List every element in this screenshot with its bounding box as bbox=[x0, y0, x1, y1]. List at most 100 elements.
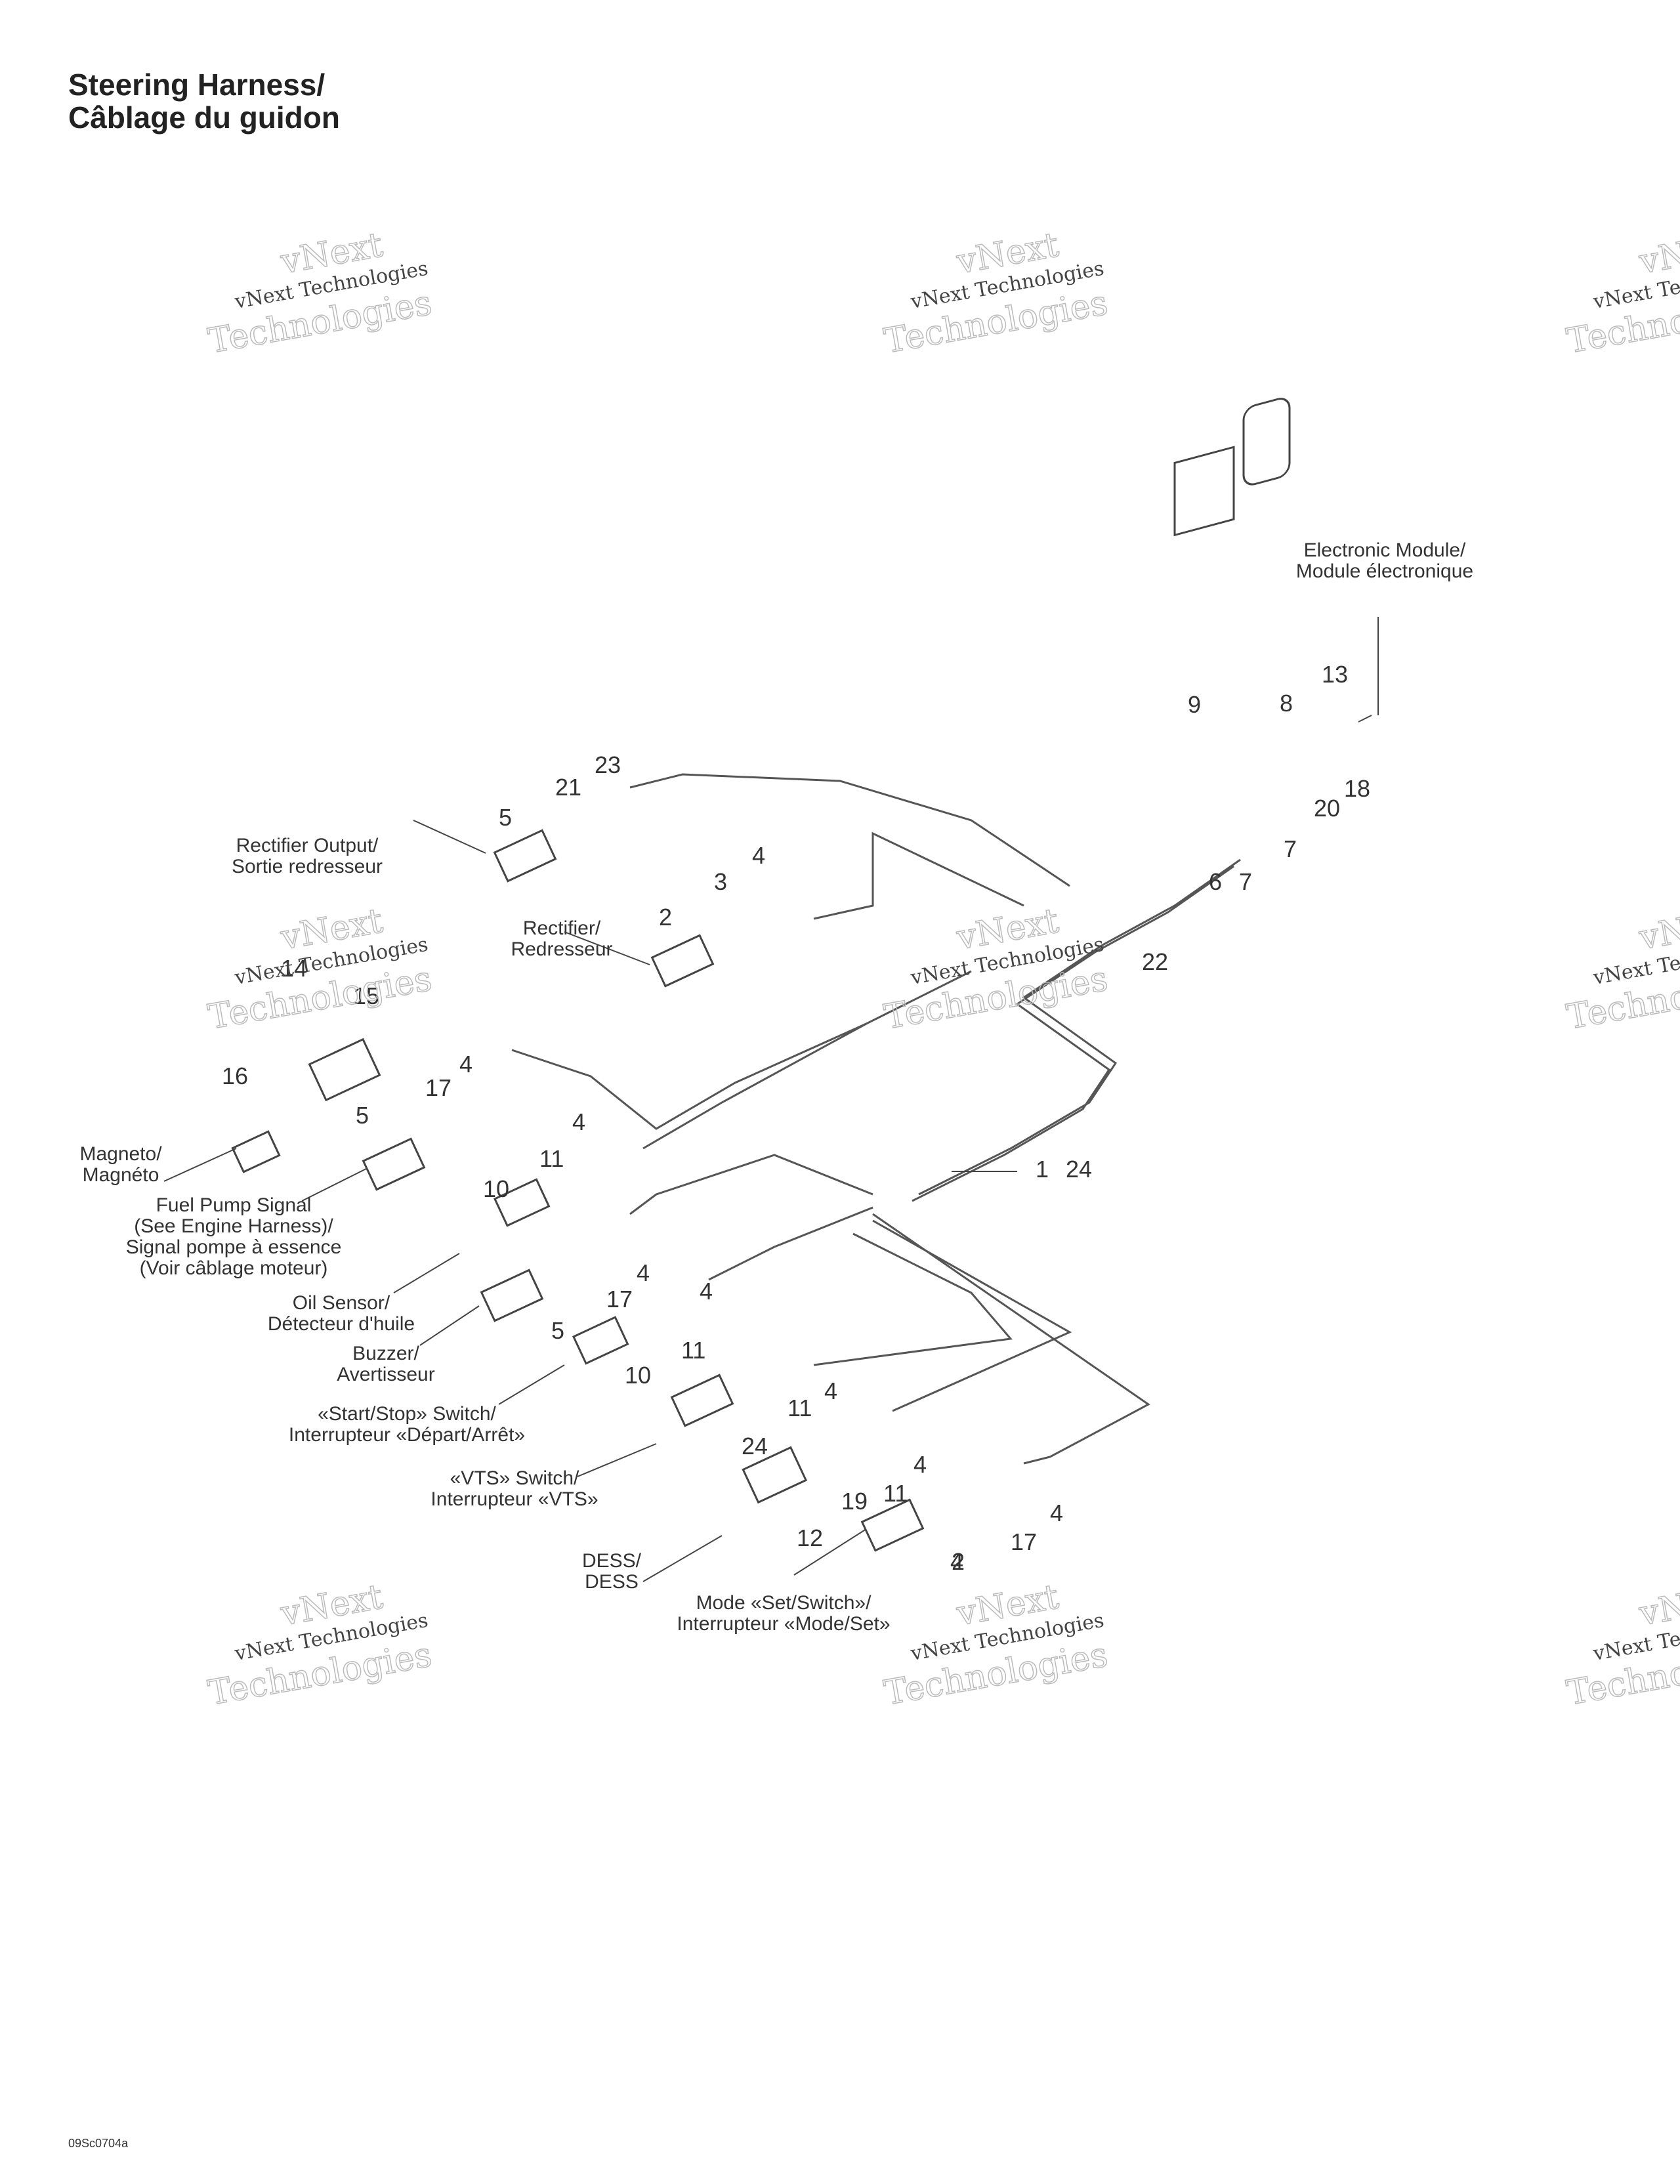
part-number-label: 4 bbox=[637, 1259, 650, 1286]
callout-electronic-module-line-1: Electronic Module/ bbox=[1304, 539, 1466, 561]
middle-branch bbox=[511, 970, 972, 1130]
callout-magneto-line-2: Magnéto bbox=[83, 1164, 159, 1186]
part-number-label: 4 bbox=[1050, 1500, 1063, 1526]
wire-bundles bbox=[511, 773, 1241, 1465]
callout-fuel-pump-line-3: Signal pompe à essence bbox=[126, 1236, 342, 1258]
lower-branch-2 bbox=[813, 1232, 1013, 1366]
lower-branch-3 bbox=[872, 1219, 1072, 1412]
part-number-label: 4 bbox=[572, 1108, 585, 1135]
part-number-label: 17 bbox=[606, 1286, 633, 1312]
upper-branch bbox=[629, 773, 1070, 887]
callout-dess-line-1: DESS/ bbox=[582, 1550, 642, 1572]
connector-5-low bbox=[480, 1269, 544, 1322]
part-number-label: 5 bbox=[499, 804, 512, 831]
part-number-label: 13 bbox=[1322, 661, 1348, 688]
watermark-line-b: vNext bbox=[1636, 1577, 1680, 1633]
part-number-label: 3 bbox=[714, 868, 727, 895]
part-number-label: 12 bbox=[797, 1524, 823, 1551]
connector-14 bbox=[308, 1038, 381, 1102]
part-number-label: 4 bbox=[752, 842, 765, 869]
callout-rectifier-output-line-1: Rectifier Output/ bbox=[236, 835, 379, 856]
callout-mode-set-line-1: Mode «Set/Switch»/ bbox=[696, 1592, 872, 1614]
part-number-label: 24 bbox=[1066, 1156, 1092, 1183]
watermark-line-b: vNext bbox=[1636, 901, 1680, 957]
part-number-label: 4 bbox=[914, 1451, 927, 1478]
watermark-line-b: vNext bbox=[1636, 225, 1680, 282]
callout-buzzer-line-1: Buzzer/ bbox=[352, 1343, 419, 1364]
connector-16 bbox=[231, 1130, 281, 1173]
connector-24 bbox=[670, 1374, 734, 1427]
upper-branch-2 bbox=[813, 831, 1024, 920]
connector-10-top bbox=[493, 1178, 551, 1227]
main-trunk-shadow bbox=[912, 865, 1234, 1202]
main-trunk bbox=[918, 858, 1241, 1196]
part-number-label: 16 bbox=[222, 1062, 248, 1089]
part-number-label: 11 bbox=[883, 1480, 908, 1507]
lower-branch-1 bbox=[708, 1206, 873, 1281]
callout-fuel-pump-line-1: Fuel Pump Signal bbox=[156, 1194, 312, 1216]
lower-branch-left bbox=[629, 1154, 873, 1215]
callout-rectifier-line-2: Redresseur bbox=[511, 938, 612, 960]
connector-2-low bbox=[860, 1498, 925, 1552]
part-number-label: 14 bbox=[281, 955, 307, 982]
callout-start-stop-line-2: Interrupteur «Départ/Arrêt» bbox=[289, 1424, 525, 1446]
page-title-en: Steering Harness/ bbox=[68, 68, 326, 102]
middle-branch-2 bbox=[642, 1022, 867, 1150]
part-number-label: 1 bbox=[1036, 1156, 1049, 1183]
connector-12 bbox=[742, 1446, 808, 1504]
callout-oil-sensor-line-2: Détecteur d'huile bbox=[268, 1313, 415, 1335]
page-title-fr: Câblage du guidon bbox=[68, 100, 340, 135]
part-number-label: 9 bbox=[1188, 691, 1201, 718]
part-number-label: 7 bbox=[1239, 868, 1252, 895]
part-number-label: 8 bbox=[1280, 690, 1293, 717]
part-number-label: 10 bbox=[483, 1175, 509, 1202]
connectors bbox=[231, 398, 1291, 1552]
callout-buzzer-line-2: Avertisseur bbox=[337, 1364, 435, 1385]
part-number-label: 17 bbox=[425, 1074, 452, 1101]
callout-mode-set-line-2: Interrupteur «Mode/Set» bbox=[677, 1613, 890, 1635]
part-number-label: 15 bbox=[353, 982, 379, 1009]
callout-fuel-pump-line-2: (See Engine Harness)/ bbox=[134, 1215, 333, 1237]
part-number-label: 22 bbox=[1142, 948, 1168, 975]
part-number-label: 23 bbox=[595, 751, 621, 778]
leader-lines bbox=[163, 617, 1379, 1582]
callout-electronic-module-line-2: Module électronique bbox=[1296, 560, 1473, 582]
part-number-label: 2 bbox=[952, 1548, 965, 1575]
connector-5-top bbox=[493, 829, 557, 883]
part-number-label: 10 bbox=[625, 1362, 651, 1389]
part-number-label: 7 bbox=[1284, 835, 1297, 862]
part-number-label: 4 bbox=[950, 1548, 963, 1575]
part-number-label: 20 bbox=[1314, 795, 1340, 822]
callout-vts-line-2: Interrupteur «VTS» bbox=[430, 1488, 598, 1510]
part-number-label: 4 bbox=[459, 1051, 472, 1078]
module-gasket bbox=[1242, 398, 1291, 486]
part-number-label: 21 bbox=[555, 774, 581, 801]
callout-oil-sensor-line-1: Oil Sensor/ bbox=[293, 1292, 390, 1314]
connector-5-mid bbox=[362, 1137, 426, 1191]
part-number-label: 11 bbox=[788, 1395, 812, 1421]
part-number-label: 4 bbox=[700, 1278, 713, 1305]
part-number-label: 2 bbox=[659, 904, 672, 931]
part-number-label: 4 bbox=[824, 1377, 837, 1404]
part-number-label: 18 bbox=[1344, 775, 1370, 802]
lower-branch-4 bbox=[872, 1213, 1150, 1465]
part-number-label: 6 bbox=[1209, 868, 1222, 895]
callout-start-stop-line-1: «Start/Stop» Switch/ bbox=[318, 1403, 496, 1425]
part-number-label: 11 bbox=[539, 1145, 564, 1172]
callout-magneto-line-1: Magneto/ bbox=[79, 1143, 162, 1165]
callout-dess-line-2: DESS bbox=[585, 1571, 639, 1593]
callout-fuel-pump-line-4: (Voir câblage moteur) bbox=[140, 1257, 328, 1279]
part-number-label: 17 bbox=[1011, 1528, 1037, 1555]
callout-vts-line-1: «VTS» Switch/ bbox=[450, 1467, 579, 1489]
part-number-label: 5 bbox=[551, 1317, 564, 1344]
callout-rectifier-output-line-2: Sortie redresseur bbox=[232, 856, 383, 877]
